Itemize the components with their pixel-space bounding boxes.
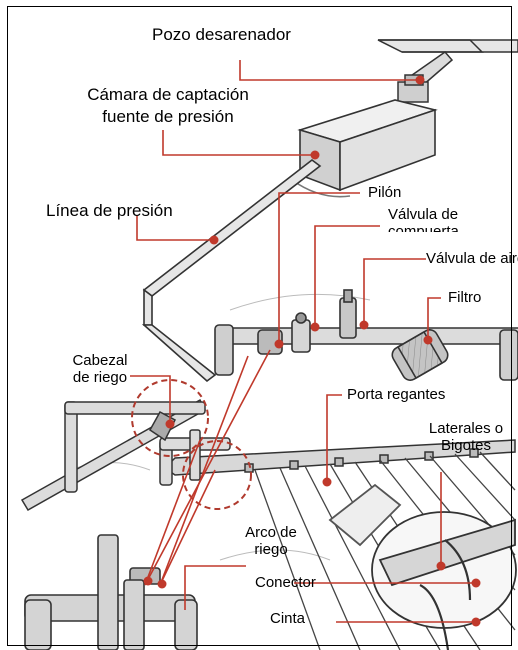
label-valvula-compuerta-line2: compuerta xyxy=(388,223,459,232)
connector-magnifier xyxy=(328,483,517,650)
dot-valvula-compuerta xyxy=(310,322,320,332)
label-porta-regantes: Porta regantes xyxy=(347,386,446,403)
label-camara-line2: fuente de presión xyxy=(102,107,234,126)
dot-conector xyxy=(471,578,481,588)
dot-cinta xyxy=(471,617,481,627)
label-laterales-bigotes: Laterales o Bigotes xyxy=(418,420,514,454)
dot-filtro xyxy=(423,335,433,345)
label-valvula-compuerta-line1: Válvula de xyxy=(388,206,459,223)
main-header-pipe xyxy=(214,289,518,381)
label-cabezal-riego: Cabezal de riego xyxy=(60,352,140,386)
label-laterales-line2: Bigotes xyxy=(440,437,492,454)
label-arco-line1: Arco de xyxy=(245,524,297,541)
label-arco-riego: Arco de riego xyxy=(236,524,306,558)
label-laterales-line1: Laterales o xyxy=(428,420,504,437)
zoom-connector-lines xyxy=(144,349,271,586)
dot-camara xyxy=(310,150,320,160)
dot-head-left xyxy=(143,576,153,586)
label-valvula-compuerta: Válvula de compuerta xyxy=(388,206,459,232)
leader-dots xyxy=(143,75,481,627)
dot-laterales xyxy=(436,561,446,571)
dot-cabezal xyxy=(165,419,175,429)
sand-trap-channel xyxy=(377,39,518,103)
label-filtro: Filtro xyxy=(448,289,482,306)
label-conector: Conector xyxy=(255,574,316,591)
label-pozo-desarenador: Pozo desarenador xyxy=(152,25,291,44)
label-valvula-aire: Válvula de aire xyxy=(426,250,518,267)
highlight-circles xyxy=(131,379,252,510)
label-cabezal-line2: de riego xyxy=(72,369,128,386)
dot-porta xyxy=(322,477,332,487)
label-cabezal-line1: Cabezal xyxy=(72,352,128,369)
label-linea-presion: Línea de presión xyxy=(46,201,173,220)
dot-valvula-aire xyxy=(359,320,369,330)
pressure-line-pipe xyxy=(141,158,322,383)
irrigation-head-pipes xyxy=(20,398,231,512)
enlarged-head-detail xyxy=(24,534,198,650)
dot-head-right xyxy=(157,579,167,589)
leader-lines xyxy=(130,60,476,623)
label-arco-line2: riego xyxy=(254,541,288,558)
label-pilon: Pilón xyxy=(368,184,402,201)
dot-linea xyxy=(209,235,219,245)
dot-pilon xyxy=(274,339,284,349)
manifold-pipe xyxy=(163,439,516,476)
dot-pozo xyxy=(415,75,425,85)
label-camara-captacion: Cámara de captación fuente de presión xyxy=(64,84,272,128)
capture-chamber xyxy=(291,99,438,198)
label-cinta: Cinta xyxy=(270,610,306,627)
label-camara-line1: Cámara de captación xyxy=(87,85,249,104)
